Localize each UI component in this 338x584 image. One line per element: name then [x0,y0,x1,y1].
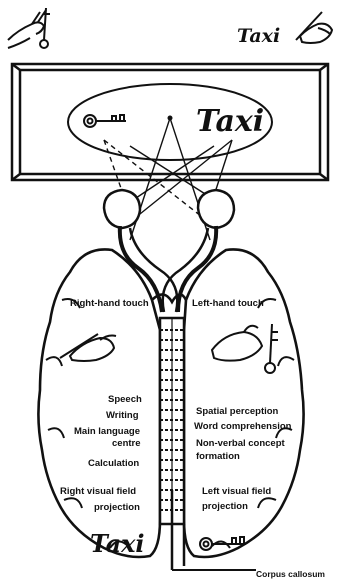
label-word-comprehension: Word comprehension [194,421,292,432]
top-left-hand-key-icon [8,8,50,48]
label-right-visual-1: Right visual field [60,486,136,497]
left-brain-writing-hand-icon [60,334,116,361]
label-corpus-callosum: Corpus callosum [256,569,325,579]
label-spatial-perception: Spatial perception [196,406,279,417]
screen-word-taxi: Taxi [196,104,264,139]
label-calculation: Calculation [88,458,139,469]
top-word-taxi: Taxi [237,25,280,47]
label-main-language-1: Main language [74,426,140,437]
label-non-verbal-1: Non-verbal concept [196,438,286,449]
label-left-hand-touch: Left-hand touch [192,298,264,309]
right-brain-hand-key-icon [212,324,278,373]
label-writing: Writing [106,410,139,421]
label-right-visual-2: projection [94,502,140,513]
label-left-visual-1: Left visual field [202,486,271,497]
label-right-hand-touch: Right-hand touch [70,298,149,309]
label-speech: Speech [108,394,142,405]
screen-key-icon [84,115,126,127]
label-main-language-2: centre [112,438,141,449]
label-non-verbal-2: formation [196,451,240,462]
screen-frame [12,64,328,180]
top-right-writing-hand-icon [296,12,332,43]
label-left-visual-2: projection [202,501,248,512]
bottom-word-taxi: Taxi [90,529,145,558]
eyes [104,190,234,228]
